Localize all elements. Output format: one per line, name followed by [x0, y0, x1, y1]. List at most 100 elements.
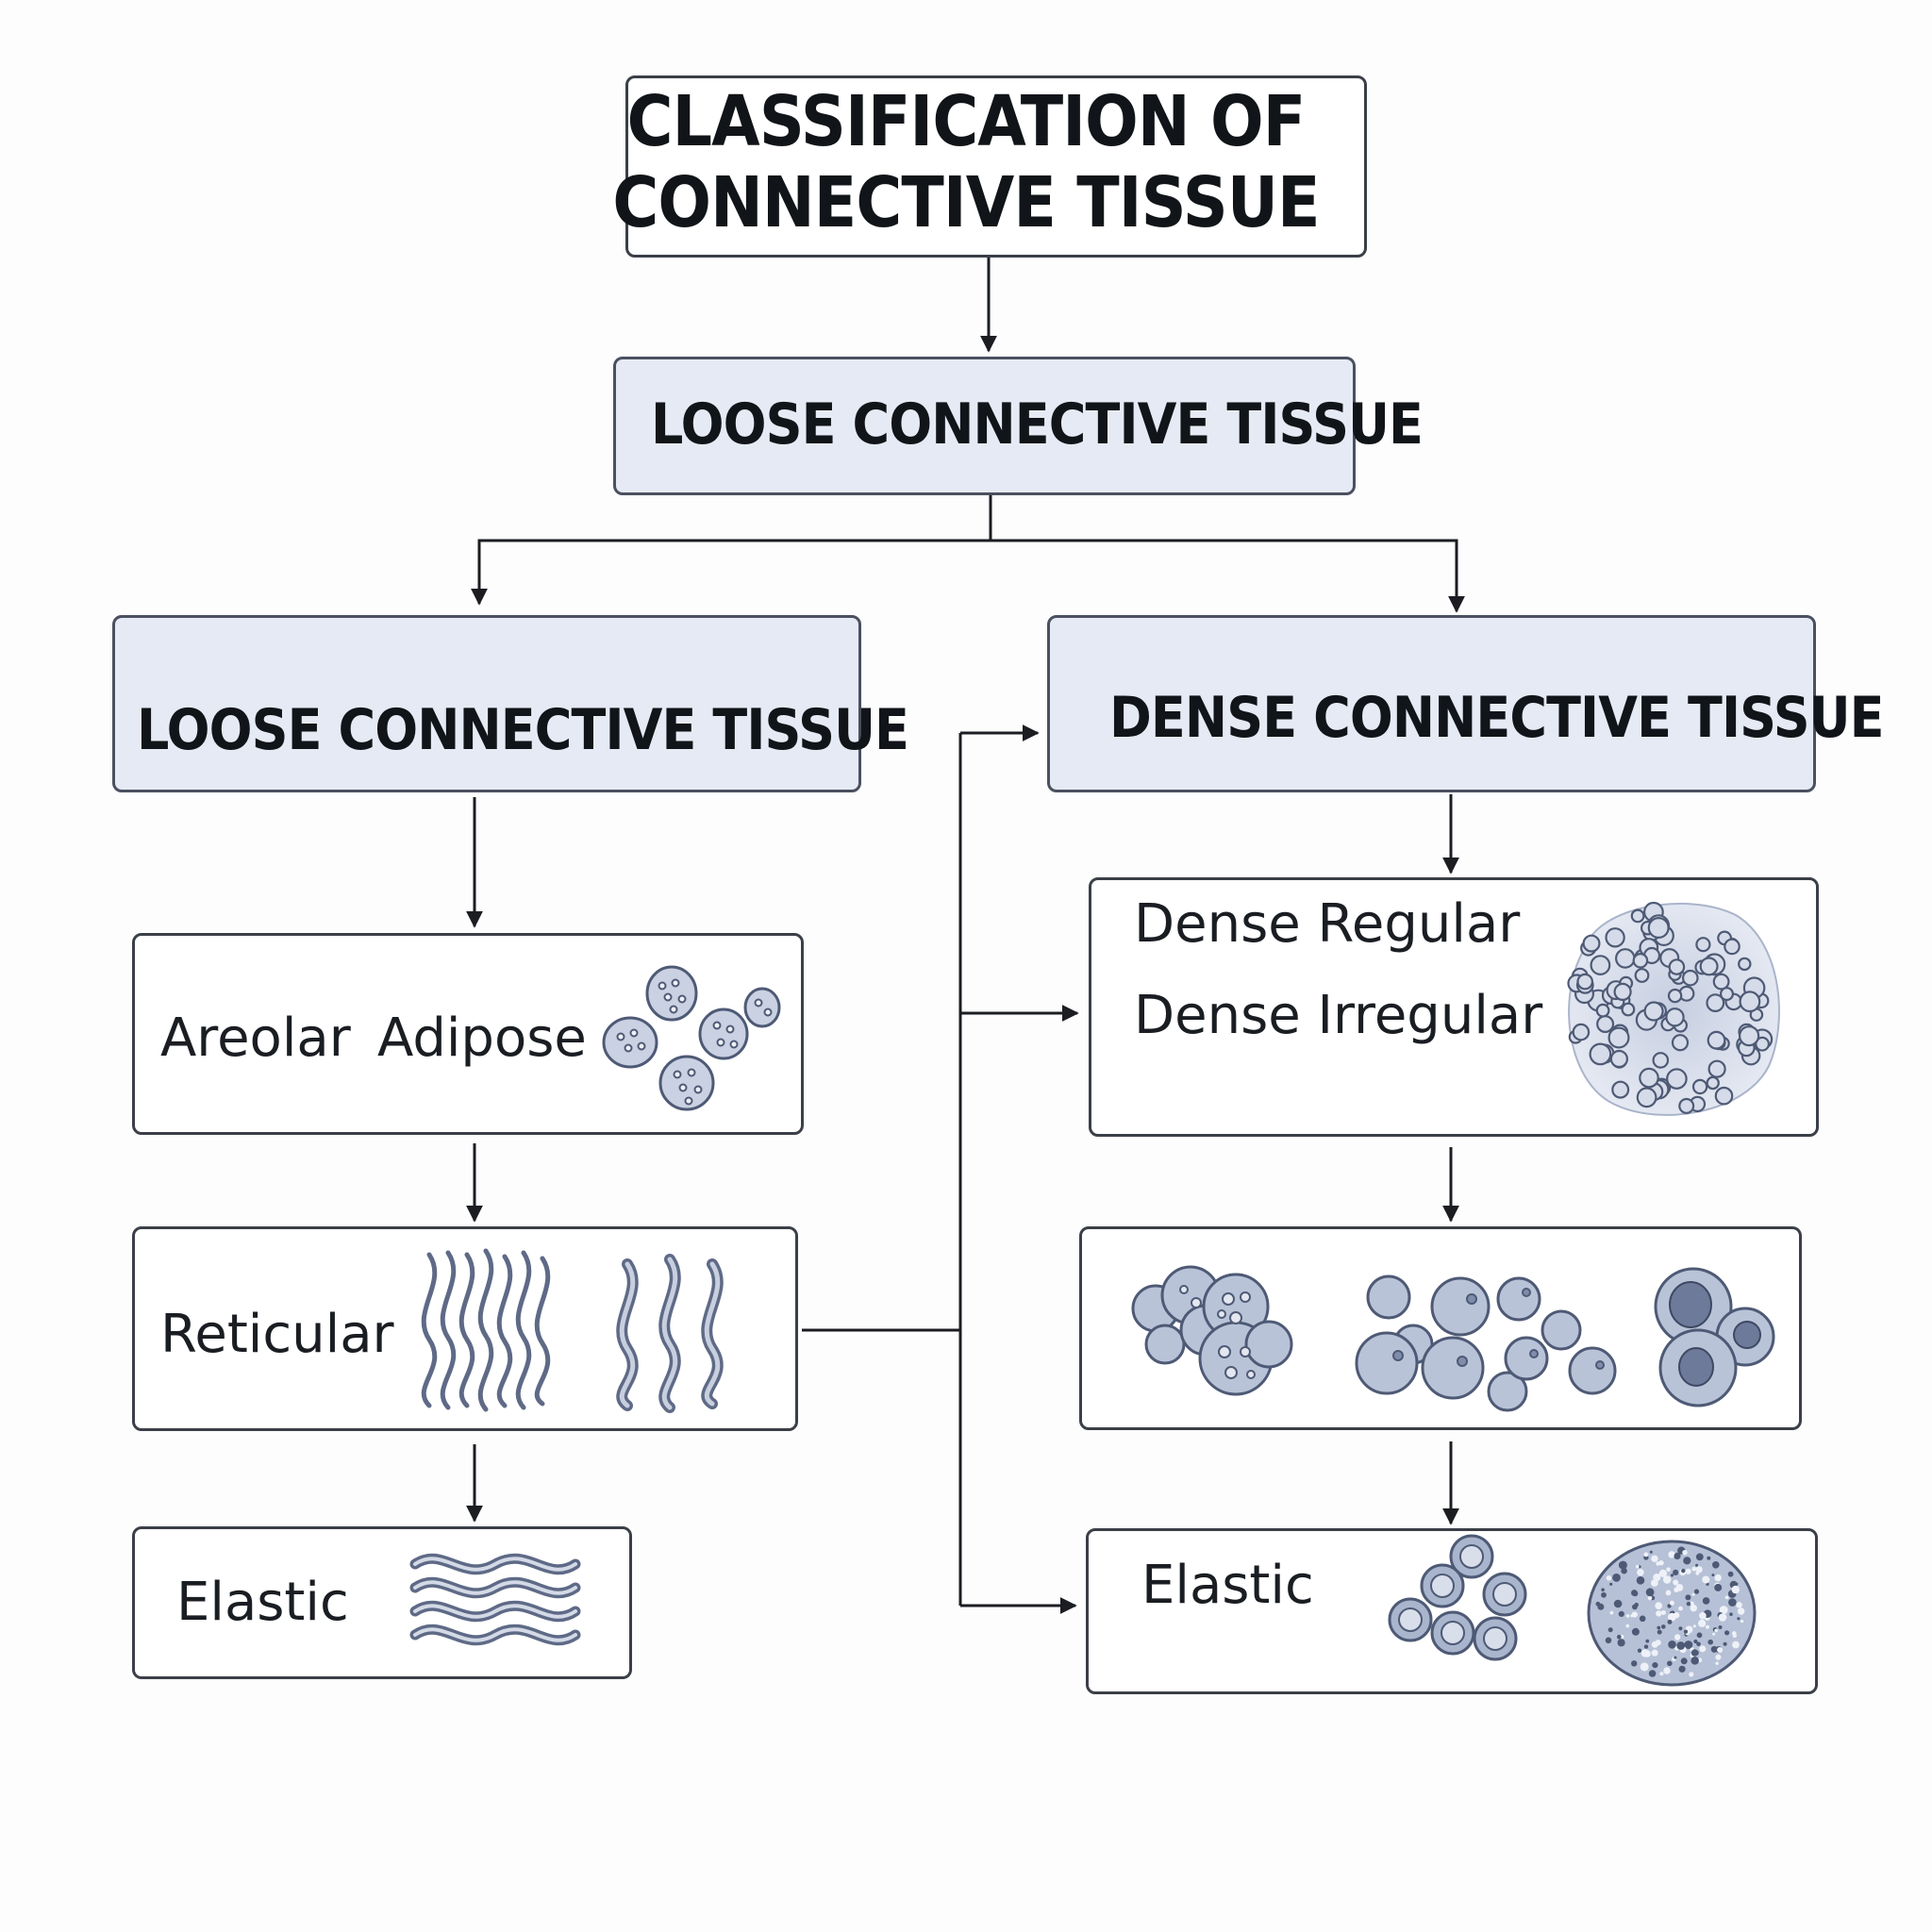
elastic-texture-dot: [1613, 1599, 1623, 1608]
elastic-texture-dot: [1714, 1628, 1718, 1633]
elastic-texture-dot: [1631, 1627, 1640, 1636]
dense-cell-dot: [1706, 993, 1725, 1012]
elastic-texture-dot: [1641, 1649, 1649, 1657]
elastic-texture-dot: [1691, 1592, 1695, 1596]
elastic-texture-dot: [1673, 1579, 1679, 1586]
elastic-texture-dot: [1678, 1665, 1686, 1673]
elastic-texture-dot: [1724, 1630, 1730, 1636]
elastic-texture-dot: [1656, 1561, 1660, 1566]
elastic-texture-dot: [1670, 1574, 1674, 1577]
elastic-texture-dot: [1612, 1574, 1621, 1582]
elastic-texture-dot: [1695, 1566, 1703, 1574]
elastic-texture-dot: [1667, 1661, 1672, 1666]
elastic-texture-dot: [1699, 1645, 1707, 1653]
loose-header-box: [112, 615, 861, 792]
elastic-texture-dot: [1663, 1667, 1671, 1674]
dense-cell-dot: [1639, 1067, 1659, 1089]
elastic-texture-dot: [1651, 1555, 1658, 1562]
loose-elastic-label: Elastic: [176, 1572, 349, 1633]
elastic-texture-dot: [1732, 1633, 1737, 1638]
elastic-texture-dot: [1727, 1571, 1734, 1577]
dense-cell-dot: [1724, 938, 1740, 956]
elastic-texture-dot: [1645, 1588, 1655, 1597]
elastic-texture-dot: [1685, 1594, 1691, 1601]
dense-cell-dot: [1607, 1026, 1630, 1049]
dense-cell-dot: [1666, 1068, 1688, 1090]
elastic-texture-dot: [1674, 1656, 1677, 1659]
reticular-box: [132, 1226, 798, 1431]
elastic-texture-dot: [1635, 1564, 1640, 1569]
dense-cell-dot: [1621, 1002, 1636, 1017]
elastic-texture-dot: [1693, 1639, 1698, 1644]
elastic-texture-dot: [1691, 1566, 1697, 1572]
elastic-texture-dot: [1618, 1560, 1627, 1570]
elastic-texture-dot: [1643, 1552, 1649, 1557]
elastic-texture-dot: [1595, 1601, 1601, 1607]
elastic-texture-dot: [1706, 1624, 1709, 1629]
dense-cell-dot: [1582, 934, 1601, 953]
elastic-texture-dot: [1690, 1657, 1699, 1665]
elastic-fibers-icon: [409, 1553, 581, 1646]
elastic-texture-dot: [1638, 1565, 1641, 1569]
elastic-texture-dot: [1658, 1560, 1664, 1566]
dense-header-box: [1047, 615, 1816, 792]
dense-cell-dot: [1691, 1078, 1708, 1095]
elastic-texture-dot: [1690, 1649, 1699, 1657]
dense-cell-dot: [1576, 973, 1593, 991]
elastic-texture-dot: [1719, 1606, 1728, 1614]
adipose-label: Adipose: [377, 1008, 587, 1069]
elastic-texture-dot: [1714, 1583, 1723, 1591]
elastic-texture-dot: [1690, 1601, 1694, 1606]
elastic-texture-dot: [1682, 1550, 1688, 1556]
title-line-2: CONNECTIVE TISSUE: [612, 162, 1320, 243]
elastic-texture-dot: [1659, 1672, 1664, 1676]
elastic-texture-dot: [1645, 1639, 1650, 1643]
dense-cell-dot: [1605, 927, 1625, 948]
elastic-texture-dot: [1702, 1597, 1710, 1605]
elastic-texture-dot: [1618, 1610, 1624, 1617]
dense-cell-dot: [1636, 1087, 1657, 1108]
dense-cell-dot: [1609, 1049, 1629, 1069]
elastic-texture-dot: [1620, 1635, 1624, 1639]
dense-cell-dot: [1671, 1034, 1690, 1052]
elastic-texture-dot: [1695, 1563, 1699, 1567]
loose-elastic-box: [132, 1526, 632, 1679]
elastic-texture-dot: [1647, 1595, 1653, 1601]
elastic-texture-dot: [1632, 1591, 1639, 1597]
dense-cell-dot: [1595, 1003, 1610, 1018]
elastic-texture-dot: [1680, 1657, 1688, 1665]
elastic-texture-dot: [1617, 1639, 1625, 1647]
elastic-texture-dot: [1696, 1641, 1701, 1647]
elastic-texture-dot: [1686, 1601, 1691, 1607]
diagram-title: CLASSIFICATION OF CONNECTIVE TISSUE: [0, 81, 1932, 243]
elastic-texture-dot: [1660, 1610, 1666, 1615]
elastic-texture-dot: [1681, 1568, 1686, 1574]
elastic-texture-dot: [1718, 1613, 1727, 1622]
elastic-texture-dot: [1609, 1610, 1614, 1615]
branch-line-level1-right: [991, 539, 1465, 613]
elastic-texture-dot: [1636, 1576, 1645, 1585]
dense-cell-dot: [1667, 988, 1683, 1004]
elastic-texture-dot: [1631, 1611, 1638, 1618]
dense-cell-dot: [1678, 1097, 1695, 1114]
dense-cell-dot: [1712, 973, 1730, 991]
elastic-texture-dot: [1712, 1632, 1716, 1636]
elastic-texture-dot: [1731, 1585, 1740, 1594]
elastic-texture-dot: [1625, 1624, 1630, 1628]
elastic-texture-dot: [1740, 1620, 1744, 1624]
elastic-texture-dot: [1714, 1574, 1722, 1582]
dense-cell-dot: [1647, 917, 1670, 939]
elastic-texture-dot: [1724, 1595, 1729, 1600]
elastic-texture-dot: [1667, 1604, 1672, 1608]
dense-cell-dot: [1739, 1025, 1760, 1047]
elastic-texture-dot: [1651, 1579, 1658, 1587]
elastic-texture-dot: [1718, 1625, 1723, 1629]
elastic-texture-dot: [1690, 1604, 1697, 1612]
elastic-texture-dot: [1601, 1591, 1607, 1598]
elastic-texture-dot: [1606, 1575, 1612, 1581]
elastic-texture-dot: [1674, 1552, 1681, 1560]
areolar-label: Areolar: [160, 1008, 351, 1069]
elastic-texture-dot: [1699, 1612, 1707, 1620]
level1-box: [613, 357, 1356, 495]
elastic-texture-dot: [1643, 1644, 1649, 1649]
